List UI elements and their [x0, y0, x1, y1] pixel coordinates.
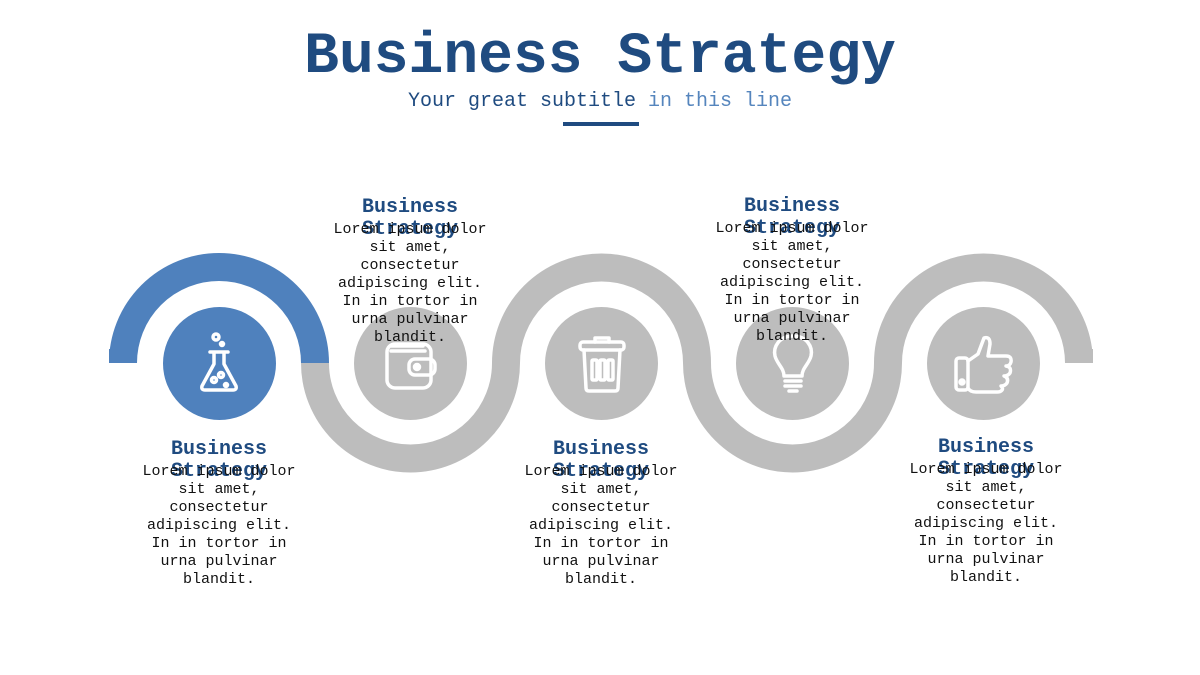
step-3-text: Lorem ipsum dolor sit amet, consectetur … — [524, 463, 678, 588]
trash-icon — [577, 335, 626, 393]
step-2-text: Lorem ipsum dolor sit amet, consectetur … — [333, 221, 487, 346]
step-1-title: Business Strategy — [170, 438, 267, 483]
step-4-title: Business Strategy — [743, 195, 840, 240]
title-underline — [563, 122, 639, 126]
subtitle-light: in this line — [648, 90, 793, 113]
thumbs-up-icon — [953, 335, 1013, 394]
step-3-title: Business Strategy — [552, 438, 649, 483]
wave-segment-2 — [301, 362, 520, 473]
subtitle-main: Your great subtitle — [407, 90, 636, 113]
step-1-circle — [163, 307, 276, 420]
step-2-title: Business Strategy — [361, 196, 458, 241]
step-5: Business Strategy Lorem ipsum dolor sit … — [901, 437, 1071, 587]
step-1-text: Lorem ipsum dolor sit amet, consectetur … — [142, 463, 296, 588]
page-title: Business Strategy — [304, 25, 896, 90]
step-3-circle — [545, 307, 658, 420]
wallet-icon — [384, 341, 437, 390]
wave-cap-left — [109, 349, 137, 363]
wave-cap-right — [1065, 349, 1093, 363]
step-5-text: Lorem ipsum dolor sit amet, consectetur … — [909, 461, 1063, 586]
flask-icon — [199, 331, 238, 392]
step-4-circle — [736, 307, 849, 420]
step-4: Business Strategy Lorem ipsum dolor sit … — [707, 196, 877, 346]
step-5-circle — [927, 307, 1040, 420]
page-subtitle: Your great subtitle in this line — [0, 90, 1200, 114]
step-4-text: Lorem ipsum dolor sit amet, consectetur … — [715, 220, 869, 345]
lightbulb-icon — [772, 333, 813, 393]
step-5-title: Business Strategy — [937, 436, 1034, 481]
wave-segment-5 — [874, 253, 1093, 364]
step-3: Business Strategy Lorem ipsum dolor sit … — [516, 439, 686, 589]
wave-segment-1 — [109, 253, 329, 364]
step-1: Business Strategy Lorem ipsum dolor sit … — [134, 439, 304, 589]
step-2-circle — [354, 307, 467, 420]
wave-segment-4 — [683, 362, 902, 473]
wave-segment-3 — [492, 253, 711, 364]
step-2: Business Strategy Lorem ipsum dolor sit … — [325, 197, 495, 347]
